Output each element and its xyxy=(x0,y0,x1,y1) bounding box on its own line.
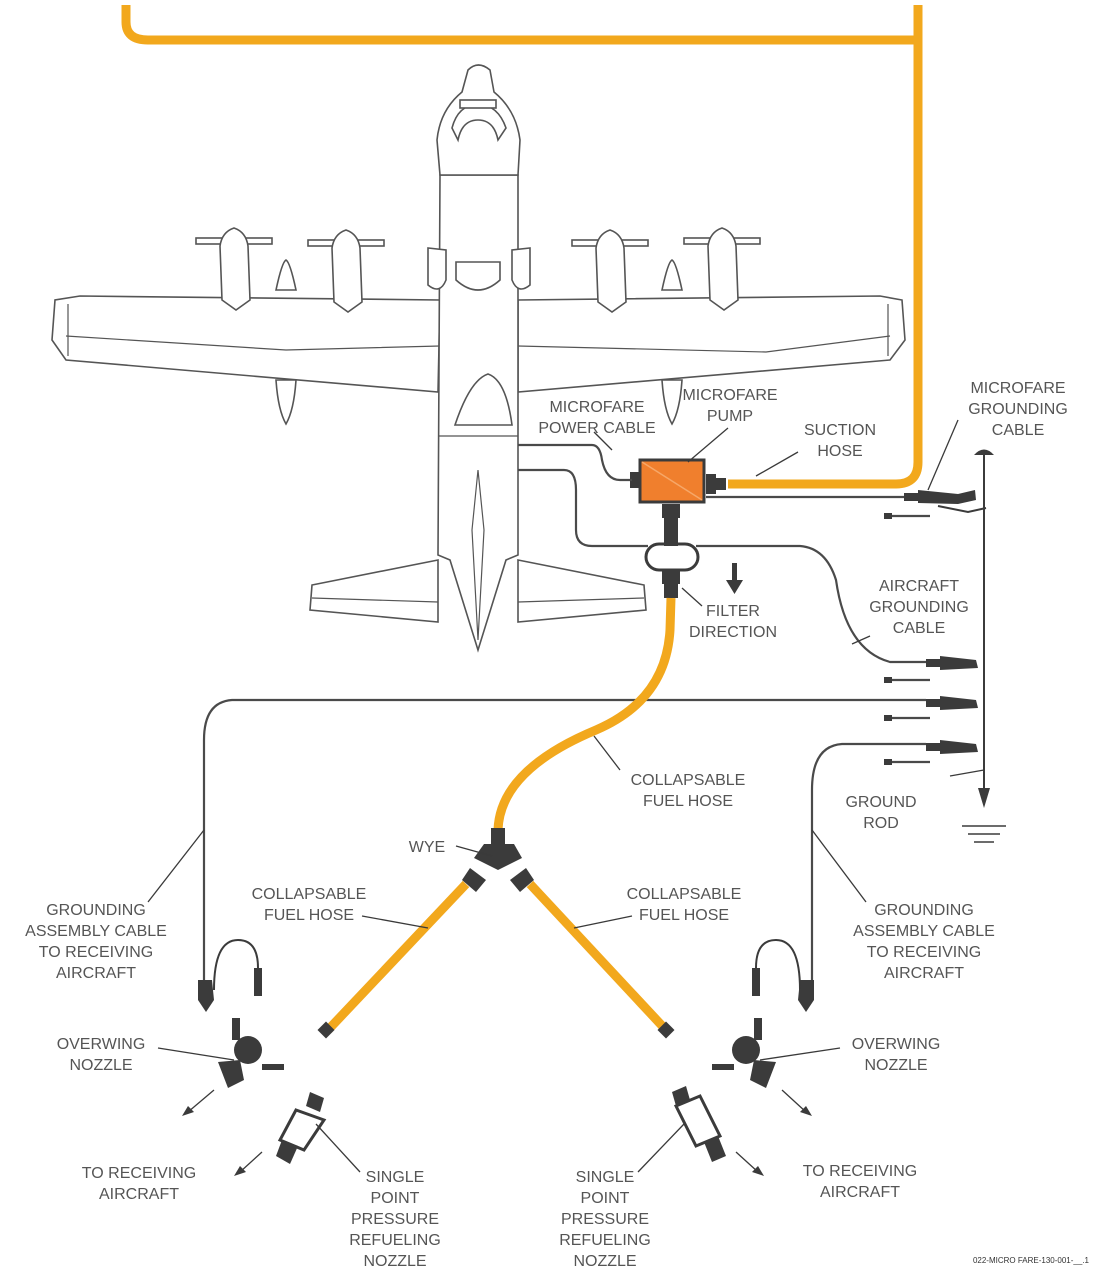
collapsable-fuel-hose-main xyxy=(493,597,676,831)
engine-3 xyxy=(571,229,649,313)
ground-rod xyxy=(962,449,1006,843)
sppr-nozzle-left xyxy=(276,1092,327,1164)
sppr-nozzle-right xyxy=(672,1086,726,1162)
label-microfare-pump: MICROFARE PUMP xyxy=(682,387,777,425)
label-line: ASSEMBLY CABLE xyxy=(853,923,995,940)
label-line: ASSEMBLY CABLE xyxy=(25,923,167,940)
label-line: COLLAPSABLE xyxy=(252,886,367,903)
label-line: TO RECEIVING xyxy=(803,1163,917,1180)
label-line: GROUND xyxy=(845,794,916,811)
grounding-clamps xyxy=(884,656,978,765)
wye-fitting xyxy=(462,828,534,892)
grounding-assembly-cable-right xyxy=(810,742,926,980)
label-line: REFUELING xyxy=(349,1232,441,1249)
label-line: GROUNDING xyxy=(869,599,969,616)
label-line: SUCTION xyxy=(804,422,876,439)
label-line: OVERWING xyxy=(57,1036,146,1053)
label-line: NOZZLE xyxy=(363,1253,426,1268)
label-collapsable-fuel-hose-left: COLLAPSABLE FUEL HOSE xyxy=(252,886,367,924)
aircraft-grounding-cable xyxy=(518,468,648,548)
filter-direction-arrow xyxy=(726,563,743,594)
label-line: AIRCRAFT xyxy=(99,1186,179,1203)
label-line: ROD xyxy=(863,815,899,832)
suction-hose xyxy=(121,5,918,45)
label-overwing-nozzle-left: OVERWING NOZZLE xyxy=(57,1036,146,1074)
label-line: REFUELING xyxy=(559,1232,651,1249)
label-line: MICROFARE xyxy=(970,380,1065,397)
label-line: AIRCRAFT xyxy=(820,1184,900,1201)
label-line: POINT xyxy=(581,1190,630,1207)
suction-hose-riser xyxy=(728,5,923,489)
label-line: AIRCRAFT xyxy=(56,965,136,982)
label-sppr-nozzle-left: SINGLE POINT PRESSURE REFUELING NOZZLE xyxy=(349,1169,441,1268)
label-line: NOZZLE xyxy=(573,1253,636,1268)
label-line: PUMP xyxy=(707,408,753,425)
label-line: TO RECEIVING xyxy=(82,1165,196,1182)
label-line: WYE xyxy=(409,839,445,856)
label-aircraft-grounding-cable: AIRCRAFT GROUNDING CABLE xyxy=(869,578,969,637)
label-line: NOZZLE xyxy=(864,1057,927,1074)
label-line: PRESSURE xyxy=(351,1211,439,1228)
flow-arrows xyxy=(182,1089,812,1176)
left-grounding-clamp xyxy=(198,938,262,1012)
label-grounding-assembly-right: GROUNDING ASSEMBLY CABLE TO RECEIVING AIRCR… xyxy=(853,902,995,982)
label-line: FUEL HOSE xyxy=(643,793,733,810)
leader-lines xyxy=(147,419,985,1173)
label-grounding-assembly-left: GROUNDING ASSEMBLY CABLE TO RECEIVING AIRCR… xyxy=(25,902,167,982)
label-line: HOSE xyxy=(817,443,862,460)
collapsable-fuel-hose-right xyxy=(526,880,670,1034)
label-line: CABLE xyxy=(893,620,945,637)
figure-id: 022-MICRO FARE-130-001-__.1 xyxy=(973,1256,1090,1265)
label-microfare-grounding-cable: MICROFARE GROUNDING CABLE xyxy=(968,380,1068,439)
label-line: FUEL HOSE xyxy=(639,907,729,924)
collapsable-fuel-hose-left xyxy=(324,880,470,1034)
label-line: COLLAPSABLE xyxy=(631,772,746,789)
label-line: GROUNDING xyxy=(874,902,974,919)
overwing-nozzle-left xyxy=(218,1018,284,1088)
right-grounding-clamp xyxy=(752,938,814,1012)
engine-1 xyxy=(195,227,273,311)
label-line: POWER CABLE xyxy=(538,420,655,437)
label-line: AIRCRAFT xyxy=(884,965,964,982)
label-line: FUEL HOSE xyxy=(264,907,354,924)
grounding-assembly-cable-left xyxy=(202,698,926,980)
label-filter-direction: FILTER DIRECTION xyxy=(689,603,777,641)
label-collapsable-fuel-hose-right: COLLAPSABLE FUEL HOSE xyxy=(627,886,742,924)
filter-assembly xyxy=(644,528,700,598)
label-line: AIRCRAFT xyxy=(879,578,959,595)
label-line: TO RECEIVING xyxy=(39,944,153,961)
labels: MICROFARE POWER CABLE MICROFARE PUMP SUCTION… xyxy=(25,380,1089,1268)
label-line: DIRECTION xyxy=(689,624,777,641)
engine-4 xyxy=(683,227,761,311)
label-line: SINGLE xyxy=(366,1169,425,1186)
label-line: PRESSURE xyxy=(561,1211,649,1228)
overwing-nozzle-right xyxy=(712,1018,776,1088)
label-line: MICROFARE xyxy=(549,399,644,416)
label-line: GROUNDING xyxy=(968,401,1068,418)
label-ground-rod: GROUND ROD xyxy=(845,794,916,832)
label-suction-hose: SUCTION HOSE xyxy=(804,422,876,460)
label-line: OVERWING xyxy=(852,1036,941,1053)
label-line: GROUNDING xyxy=(46,902,146,919)
label-line: COLLAPSABLE xyxy=(627,886,742,903)
label-to-receiving-left: TO RECEIVING AIRCRAFT xyxy=(82,1165,196,1203)
label-overwing-nozzle-right: OVERWING NOZZLE xyxy=(852,1036,941,1074)
microfare-power-cable xyxy=(518,443,632,482)
microfare-pump xyxy=(630,458,726,528)
label-wye: WYE xyxy=(409,839,445,856)
label-line: TO RECEIVING xyxy=(867,944,981,961)
label-to-receiving-right: TO RECEIVING AIRCRAFT xyxy=(803,1163,917,1201)
label-line: FILTER xyxy=(706,603,760,620)
aircraft-outline xyxy=(51,64,906,653)
label-line: POINT xyxy=(371,1190,420,1207)
label-collapsable-fuel-hose-top: COLLAPSABLE FUEL HOSE xyxy=(631,772,746,810)
label-line: NOZZLE xyxy=(69,1057,132,1074)
label-line: SINGLE xyxy=(576,1169,635,1186)
label-sppr-nozzle-right: SINGLE POINT PRESSURE REFUELING NOZZLE xyxy=(559,1169,651,1268)
label-microfare-power-cable: MICROFARE POWER CABLE xyxy=(538,399,655,437)
engine-2 xyxy=(307,229,385,313)
label-line: MICROFARE xyxy=(682,387,777,404)
label-line: CABLE xyxy=(992,422,1044,439)
